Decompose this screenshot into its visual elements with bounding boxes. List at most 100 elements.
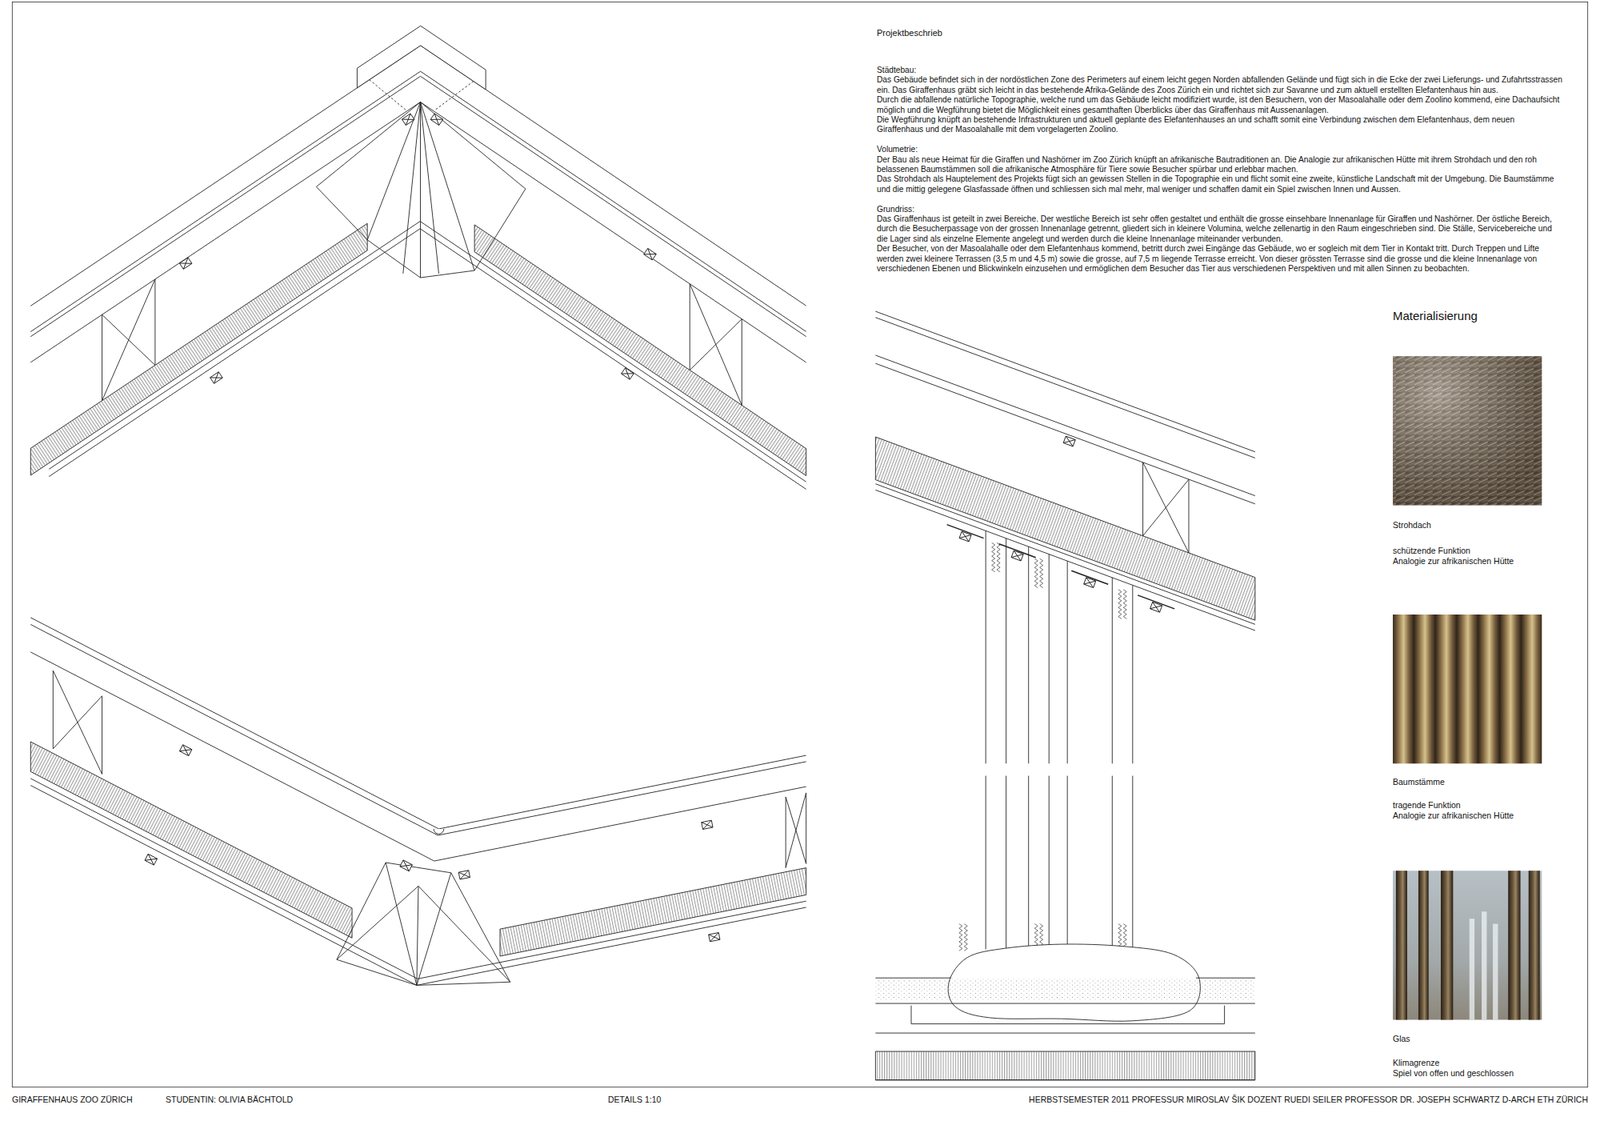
drawing-path [420, 102, 476, 272]
drawing-rect [1418, 870, 1429, 1020]
drawing-path [875, 977, 1255, 979]
drawing-path [785, 792, 807, 868]
drawing-path [1150, 601, 1163, 612]
drawing-path [875, 317, 1255, 459]
material-name: Strohdach [1392, 520, 1432, 531]
drawing-path [210, 372, 224, 384]
drawing-path [1067, 560, 1068, 764]
drawing-path [434, 81, 473, 111]
drawing-path [1123, 589, 1127, 619]
description-text: Die Wegführung knüpft an bestehende Infr… [876, 115, 1564, 136]
drawing-path [52, 670, 54, 749]
drawing-g [701, 820, 713, 829]
drawing-rect [701, 820, 713, 829]
footer-text: DETAILS 1:10 [608, 1094, 661, 1105]
section-heading: Volumetrie: [876, 144, 1564, 155]
drawing-g [179, 744, 192, 756]
drawing-path [959, 531, 972, 542]
drawing-g [210, 372, 224, 384]
material-note: Spiel von offen und geschlossen [1392, 1068, 1514, 1079]
drawing-path [1048, 554, 1050, 764]
drawing-g [1084, 577, 1096, 588]
description-text: Das Strohdach als Hauptelement des Proje… [876, 174, 1564, 195]
drawing-path [1048, 776, 1050, 950]
drawing-path [401, 113, 415, 126]
drawing-path [875, 311, 1255, 452]
drawing-path [403, 102, 421, 274]
drawing-path [689, 319, 742, 371]
drawing-path [369, 80, 407, 111]
drawing-path [985, 776, 987, 950]
drawing-path [708, 932, 720, 942]
drawing-path [30, 223, 368, 476]
drawing-path [48, 221, 806, 483]
drawing-path [875, 1003, 1255, 1004]
drawing-rect [400, 860, 412, 872]
drawing-path [1034, 558, 1038, 588]
drawing-path [1011, 550, 1024, 561]
drawing-path [336, 959, 417, 985]
drawing-g [1063, 436, 1076, 447]
drawing-path [316, 186, 368, 240]
drawing-path [741, 319, 743, 406]
drawing-rect [1011, 550, 1024, 561]
drawing-path [805, 792, 807, 864]
drawing-rect [1084, 577, 1096, 588]
drawing-path [1067, 776, 1068, 950]
drawing-path [458, 870, 470, 880]
drawing-rect [179, 257, 192, 270]
drawing-path [1112, 776, 1113, 950]
drawing-rect [210, 372, 224, 384]
drawing-path [701, 820, 713, 829]
material-name: Glas [1392, 1033, 1411, 1044]
drawing-path [875, 1079, 1255, 1080]
drawing-path [30, 741, 352, 938]
drawing-path [1005, 538, 1007, 764]
drawing-path [316, 102, 420, 188]
drawing-path [416, 885, 419, 985]
drawing-rect [1469, 918, 1475, 1020]
drawing-rect [1150, 601, 1163, 612]
drawing-rect [1392, 356, 1542, 505]
footer-text: STUDENTIN: OLIVIA BÄCHTOLD [165, 1094, 293, 1105]
drawing-rect [458, 870, 470, 880]
material-note: Klimagrenze [1392, 1057, 1440, 1068]
drawing-path [356, 25, 486, 90]
section-heading: Grundriss: [876, 204, 1564, 215]
drawing-path [367, 102, 420, 240]
drawing-path [875, 484, 1255, 625]
drawing-path [367, 240, 475, 278]
drawing-path [689, 284, 742, 406]
drawing-path [1142, 462, 1144, 536]
drawing-path [400, 860, 412, 872]
material-note: tragende Funktion [1392, 800, 1461, 811]
material-note: schützende Funktion [1392, 545, 1471, 556]
drawing-path [101, 314, 103, 400]
drawing-path [451, 872, 511, 983]
drawing-rect [875, 978, 1255, 1000]
drawing-rect [1396, 870, 1408, 1020]
drawing-rect [1063, 436, 1076, 447]
material-note: Analogie zur afrikanischen Hütte [1392, 556, 1514, 567]
drawing-path [1040, 558, 1044, 588]
drawing-rect [959, 531, 972, 542]
drawing-path [785, 796, 787, 868]
material-note: Analogie zur afrikanischen Hütte [1392, 810, 1514, 821]
drawing-g [644, 248, 657, 260]
drawing-path [336, 862, 386, 960]
drawing-rect [1492, 924, 1498, 1020]
drawing-path [179, 257, 192, 270]
drawing-path [30, 45, 806, 306]
drawing-rect [430, 113, 444, 126]
drawing-path [1112, 577, 1113, 764]
drawing-g [959, 531, 972, 542]
drawing-path [52, 696, 102, 749]
drawing-path [1084, 577, 1096, 588]
drawing-path [689, 284, 691, 371]
drawing-path [875, 1032, 1255, 1034]
drawing-path [1063, 436, 1076, 447]
drawing-path [621, 368, 635, 380]
drawing-path [500, 868, 807, 956]
drawing-g [12, 2, 1588, 1088]
